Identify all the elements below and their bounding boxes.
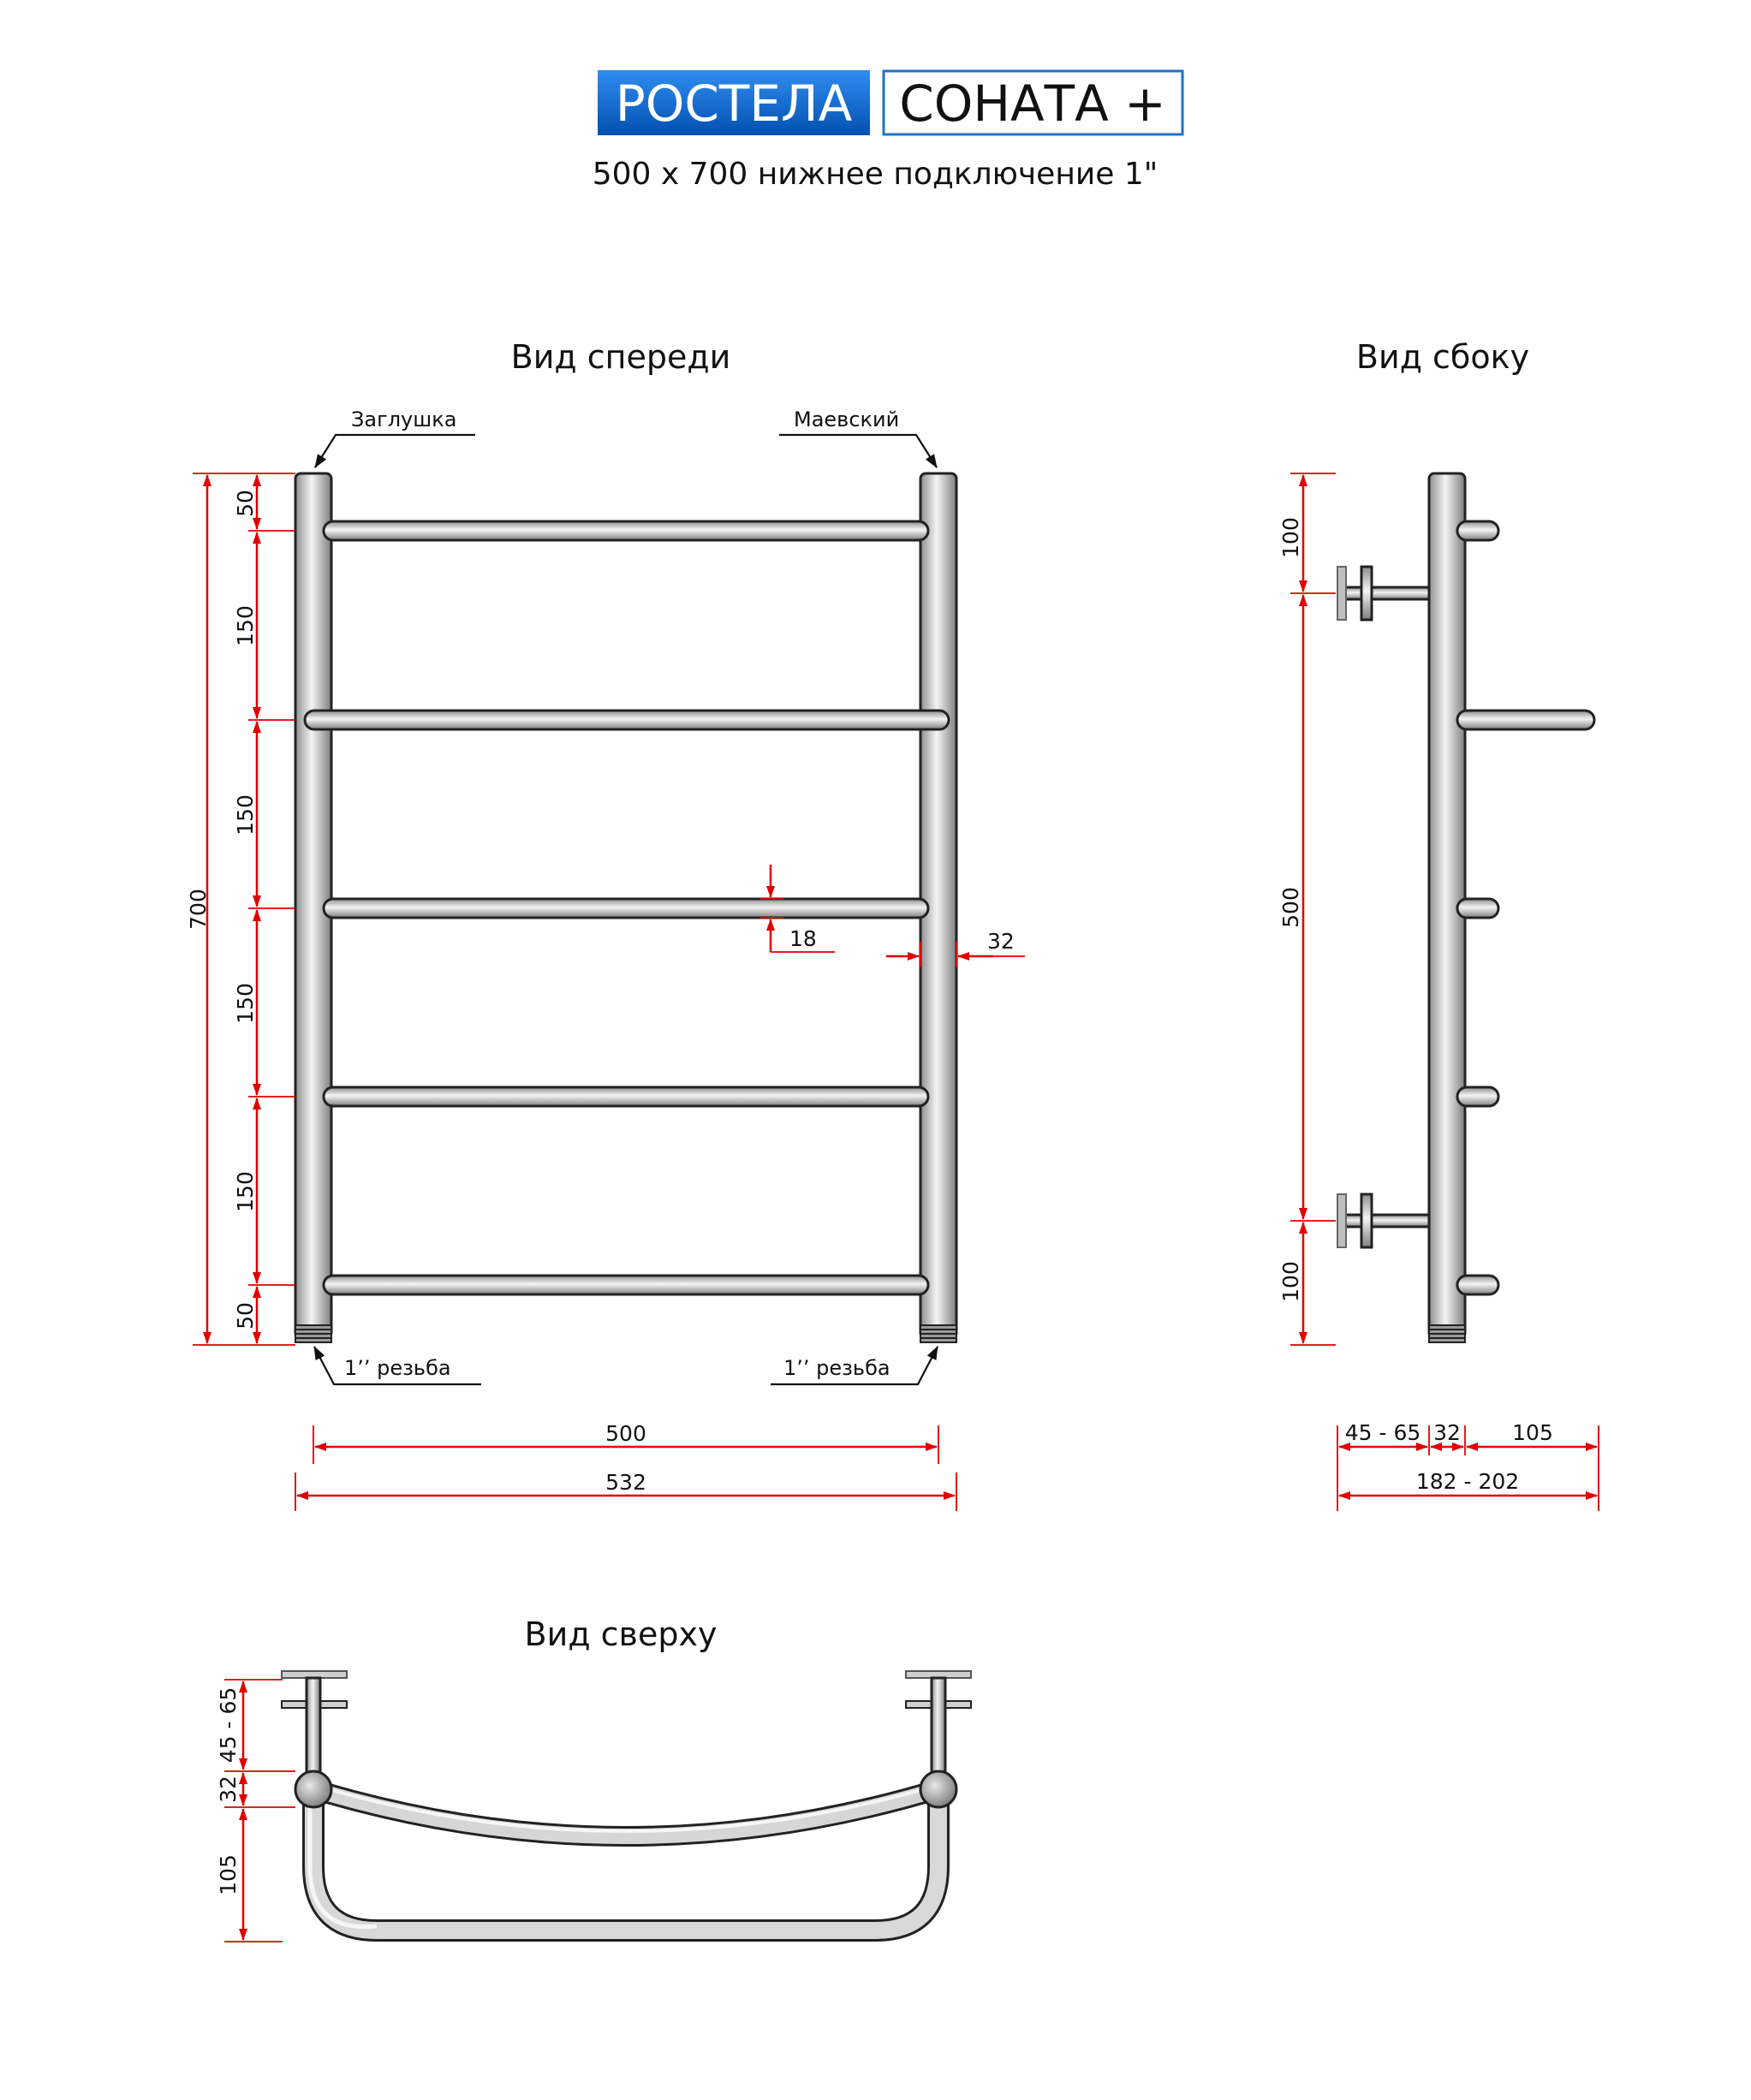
vent-label: Маевский [794,408,899,431]
side-rung-5 [1456,1274,1500,1296]
header: РОСТЕЛА СОНАТА + 500 x 700 нижнее подклю… [593,69,1184,192]
dim-step-2: 150 [233,605,258,646]
model-name: СОНАТА + [899,74,1166,133]
side-dim-bottom: 100 [1278,1261,1303,1302]
side-dim-mid: 500 [1278,887,1303,928]
top-pipe-left [294,1770,333,1809]
top-dims: 45 - 65 32 105 [216,1679,295,1942]
top-stem-right [930,1676,947,1781]
front-rung-1 [322,520,930,542]
top-dim-depth: 105 [216,1854,241,1895]
side-bracket-top [1337,565,1431,622]
top-stem-left [305,1676,322,1781]
front-rung-4 [322,1086,930,1108]
dim-steps: 50 150 150 150 150 50 [233,474,295,1344]
front-view: Вид спереди Заглушка Маевский 1’’ резьба… [186,338,1025,1511]
front-rung-3 [322,897,930,919]
dim-step-6: 50 [233,1302,258,1330]
dim-bar-label: 18 [789,926,817,951]
dim-step-3: 150 [233,794,258,836]
front-rung-5 [322,1274,930,1296]
side-horizontal-dims: 45 - 65 32 105 182 - 202 [1337,1420,1599,1511]
side-rung-2-shelf [1456,709,1596,731]
thread-left-leader [313,1346,481,1386]
dim-width-outer-label: 532 [605,1470,646,1495]
front-rung-2 [303,709,950,731]
dim-width-inner-label: 500 [605,1421,646,1446]
top-dim-wall: 45 - 65 [216,1687,241,1764]
cap-leader [314,433,475,468]
side-dim-total: 182 - 202 [1416,1469,1519,1494]
side-view-title: Вид сбоку [1356,338,1529,376]
side-bracket-bottom [1337,1193,1431,1249]
thread-right-label: 1’’ резьба [783,1356,890,1380]
side-dim-top: 100 [1278,517,1303,558]
top-pipe-right [919,1770,958,1809]
side-dim-wall: 45 - 65 [1345,1420,1421,1445]
front-view-title: Вид спереди [511,338,731,376]
side-view: Вид сбоку [1278,338,1599,1511]
top-view-title: Вид сверху [525,1615,718,1653]
side-rung-3 [1456,897,1500,919]
side-thread [1428,1324,1466,1343]
dim-pipe-label: 32 [987,929,1015,954]
dim-step-4: 150 [233,983,258,1024]
model-badge [882,69,1184,136]
side-dim-depth: 105 [1512,1420,1553,1445]
brand-name: РОСТЕЛА [616,74,853,133]
thread-right-leader [771,1346,938,1386]
subtitle: 500 x 700 нижнее подключение 1" [593,157,1158,192]
brand-badge [598,70,870,135]
front-left-thread [295,1324,332,1343]
side-vertical-dims: 100 500 100 [1278,473,1336,1346]
front-right-thread [920,1324,957,1343]
side-dim-pipe: 32 [1433,1420,1461,1445]
side-rung-1 [1456,520,1500,542]
dim-step-1: 50 [233,490,258,517]
side-rung-4 [1456,1086,1500,1108]
top-view: Вид сверху 45 - 65 32 1 [216,1615,972,1942]
thread-left-label: 1’’ резьба [344,1356,451,1380]
vent-leader [779,433,938,468]
dim-height-total-label: 700 [186,889,211,930]
top-dim-pipe: 32 [216,1776,241,1803]
cap-label: Заглушка [351,408,456,431]
dim-step-5: 150 [233,1171,258,1212]
